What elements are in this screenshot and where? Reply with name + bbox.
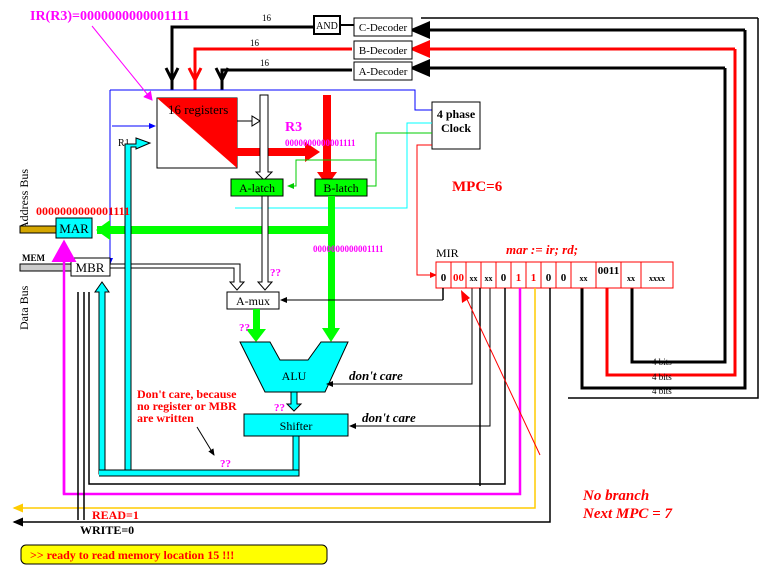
- mem-label: MEM: [22, 253, 45, 263]
- mar: MAR: [55, 217, 93, 239]
- svg-text:B-Decoder: B-Decoder: [359, 45, 408, 57]
- no-branch-pointer: [464, 294, 541, 456]
- mar-value: 0000000000001111: [36, 204, 130, 218]
- svg-text:4 bits: 4 bits: [652, 386, 672, 396]
- svg-text:ALU: ALU: [282, 369, 307, 383]
- alu-control-label: don't care: [349, 368, 403, 383]
- register-file: 16 registers: [156, 97, 238, 169]
- b-decoder: B-Decoder: [353, 40, 413, 60]
- alu: ALU: [239, 341, 349, 393]
- svg-text:??: ??: [270, 267, 281, 279]
- svg-text:??: ??: [274, 402, 285, 414]
- mir-field-value: 0: [546, 272, 552, 284]
- a-decoder: A-Decoder: [353, 61, 413, 81]
- status-banner: >> ready to read memory location 15 !!!: [20, 544, 328, 565]
- c-bus-width: 16: [262, 13, 272, 23]
- svg-text:??: ??: [239, 322, 250, 334]
- svg-text:Clock: Clock: [441, 121, 471, 135]
- r3-label: R3: [285, 120, 302, 135]
- mir-field: [595, 261, 622, 289]
- svg-text:B-latch: B-latch: [323, 181, 358, 195]
- address-bus: [19, 225, 58, 234]
- read-signal: READ=1: [92, 508, 139, 522]
- svg-text:AND: AND: [316, 21, 338, 32]
- svg-text:16 registers: 16 registers: [168, 102, 228, 117]
- svg-text:no register or MBR: no register or MBR: [137, 399, 237, 413]
- svg-text:4 bits: 4 bits: [652, 357, 672, 367]
- svg-text:are written: are written: [137, 411, 194, 425]
- a-latch: A-latch: [230, 178, 284, 197]
- svg-text:C-Decoder: C-Decoder: [359, 22, 408, 34]
- r3-value: 0000000000001111: [285, 138, 356, 148]
- mir-field-value: 0: [441, 272, 447, 284]
- mir-field-value: 1: [531, 272, 537, 284]
- svg-text:>> ready to read memory locati: >> ready to read memory location 15 !!!: [30, 548, 234, 562]
- mir-field-value: 00: [453, 272, 465, 284]
- mir-field-value: 0: [501, 272, 507, 284]
- mir-label: MIR: [436, 246, 459, 260]
- mir-field: [640, 261, 674, 289]
- write-signal: WRITE=0: [80, 523, 134, 537]
- address-bus-label: Address Bus: [17, 169, 31, 230]
- a-bus-width: 16: [260, 58, 270, 68]
- svg-text:??: ??: [220, 458, 231, 470]
- shifter-control-label: don't care: [362, 410, 416, 425]
- svg-text:4 phase: 4 phase: [437, 107, 476, 121]
- no-branch-label: No branch: [582, 488, 649, 504]
- data-bus-label: Data Bus: [17, 285, 31, 330]
- next-mpc-label: Next MPC = 7: [582, 506, 672, 522]
- svg-text:A-mux: A-mux: [236, 294, 270, 308]
- b-bus-value: 0000000000001111: [313, 244, 384, 254]
- mir-field-value: 0011: [598, 265, 619, 277]
- svg-text:A-latch: A-latch: [239, 181, 275, 195]
- four-phase-clock: 4 phase Clock: [431, 101, 481, 150]
- mir-field-value: xx: [627, 274, 635, 283]
- ir-value-label: IR(R3)=0000000000001111: [30, 9, 190, 24]
- mir-field-value: xx: [470, 274, 478, 283]
- svg-text:4 bits: 4 bits: [652, 372, 672, 382]
- mir-field-value: 0: [561, 272, 567, 284]
- svg-text:Don't care, because: Don't care, because: [137, 387, 237, 401]
- a-mux: A-mux: [226, 291, 280, 310]
- decoder-control-wires: [164, 17, 759, 399]
- mir-field-value: xxxx: [649, 274, 665, 283]
- c-decoder: C-Decoder: [353, 17, 413, 37]
- b-bus-width: 16: [250, 38, 260, 48]
- mbr: MBR: [70, 257, 111, 277]
- svg-text:MBR: MBR: [76, 260, 105, 275]
- mir-field-value: xx: [580, 274, 588, 283]
- clock-wire-1: [110, 89, 432, 111]
- svg-text:A-Decoder: A-Decoder: [359, 66, 408, 78]
- b-latch: B-latch: [314, 178, 368, 197]
- mir-field-value: 1: [516, 272, 522, 284]
- and-gate: AND: [313, 15, 341, 35]
- shifter: Shifter: [243, 413, 349, 437]
- mpc-label: MPC=6: [452, 179, 503, 195]
- r1-label: R1: [118, 138, 130, 149]
- svg-text:MAR: MAR: [59, 221, 89, 236]
- svg-text:Shifter: Shifter: [280, 419, 313, 433]
- mir-field: [570, 261, 597, 289]
- mir-instruction: mar := ir; rd;: [506, 242, 578, 257]
- mir-field-value: xx: [485, 274, 493, 283]
